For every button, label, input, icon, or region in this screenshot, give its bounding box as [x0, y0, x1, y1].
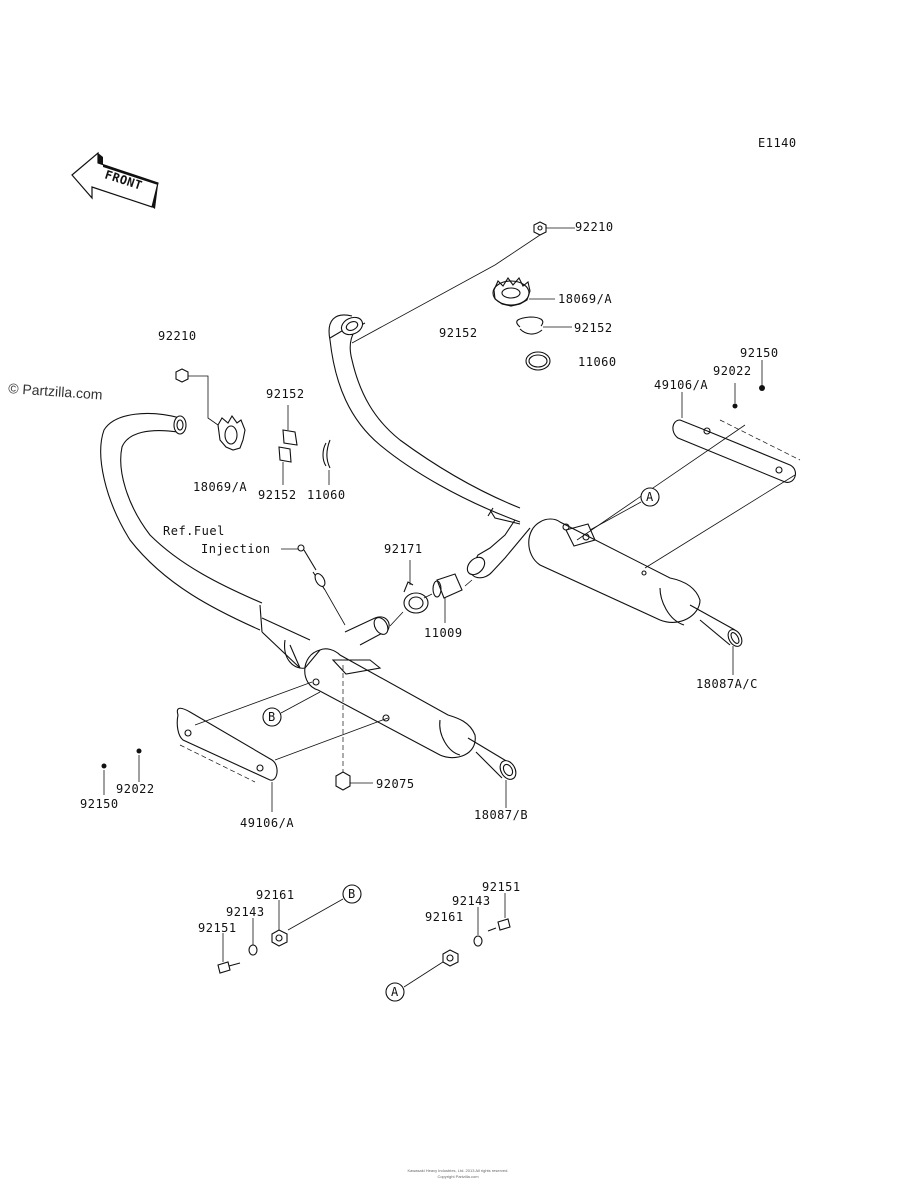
washer-92143-b	[248, 944, 258, 956]
nut-92161-b	[271, 929, 288, 947]
label-92152-top-left: 92152	[439, 326, 478, 340]
right-inlet-pipe	[466, 519, 531, 579]
watermark: © Partzilla.com	[8, 380, 103, 403]
washer-92022-right	[732, 403, 738, 409]
left-exhaust-pipe	[100, 413, 311, 669]
svg-text:A: A	[391, 985, 399, 999]
right-muffler	[528, 518, 743, 647]
label-92143-a: 92143	[452, 894, 491, 908]
label-49106a-left: 49106/A	[240, 816, 294, 830]
label-92152-top-right: 92152	[574, 321, 613, 335]
svg-text:A: A	[646, 490, 654, 504]
label-11060-top: 11060	[578, 355, 617, 369]
left-muffler	[304, 648, 517, 780]
gasket-11060-top	[525, 351, 551, 371]
label-11060-left: 11060	[307, 488, 346, 502]
left-joint-pipe	[344, 616, 390, 646]
label-92143-b: 92143	[226, 905, 265, 919]
label-92151-b: 92151	[198, 921, 237, 935]
sleeve-11009	[432, 573, 463, 599]
label-92022-right: 92022	[713, 364, 752, 378]
screw-92150-right	[759, 385, 765, 391]
callout-b-bottom: B	[342, 884, 362, 904]
clip-92152-left-b	[278, 446, 292, 463]
label-92171: 92171	[384, 542, 423, 556]
label-49106a-right: 49106/A	[654, 378, 708, 392]
label-92150-left: 92150	[80, 797, 119, 811]
label-92152-left: 92152	[266, 387, 305, 401]
label-92151-a: 92151	[482, 880, 521, 894]
gasket-18069-left	[217, 414, 246, 451]
screw-92150-left	[101, 763, 107, 769]
left-collector	[284, 639, 321, 669]
bolt-92151-a	[487, 918, 511, 932]
bolt-92151-b	[217, 961, 241, 974]
label-92022-left: 92022	[116, 782, 155, 796]
label-18087b: 18087/B	[474, 808, 528, 822]
nut-92075	[335, 771, 351, 791]
nut-92161-a	[442, 949, 459, 967]
svg-text:B: B	[268, 710, 276, 724]
label-11009: 11009	[424, 626, 463, 640]
clip-92152-left-a	[282, 429, 298, 446]
label-92161-a: 92161	[425, 910, 464, 924]
label-92161-b: 92161	[256, 888, 295, 902]
label-18069a-left: 18069/A	[193, 480, 247, 494]
label-92075: 92075	[376, 777, 415, 791]
right-exhaust-pipe	[328, 314, 521, 525]
label-18087ac: 18087A/C	[696, 677, 758, 691]
footer-line2: Copyright Partzilla.com	[437, 1174, 479, 1179]
callout-b-left: B	[262, 707, 282, 727]
ref-fuel-line2: Injection	[201, 542, 271, 556]
ref-fuel-line1: Ref.Fuel	[163, 524, 225, 538]
callout-a-bottom: A	[385, 982, 405, 1002]
svg-text:B: B	[348, 887, 356, 901]
footer-line1: Kawasaki Heavy Industries, Ltd. 2013 All…	[408, 1168, 509, 1173]
diagram-code: E1140	[758, 136, 797, 150]
front-arrow-icon: FRONT	[71, 151, 159, 209]
o2-sensor	[297, 544, 346, 626]
nut-92210-top	[533, 221, 547, 236]
clip-92152-top	[516, 316, 544, 335]
washer-92143-a	[473, 935, 483, 947]
gasket-18069-top	[492, 277, 531, 307]
label-92150-right: 92150	[740, 346, 779, 360]
label-92152-left2: 92152	[258, 488, 297, 502]
bracket-plate-right	[672, 419, 796, 483]
nut-92210-left	[175, 368, 189, 383]
clamp-92171	[403, 581, 429, 614]
label-92210-left: 92210	[158, 329, 197, 343]
callout-a-right: A	[640, 487, 660, 507]
label-18069a-top: 18069/A	[558, 292, 612, 306]
washer-92022-left	[136, 748, 142, 754]
label-92210-top: 92210	[575, 220, 614, 234]
bracket-plate-left	[176, 707, 278, 781]
gasket-11060-left	[322, 439, 331, 469]
